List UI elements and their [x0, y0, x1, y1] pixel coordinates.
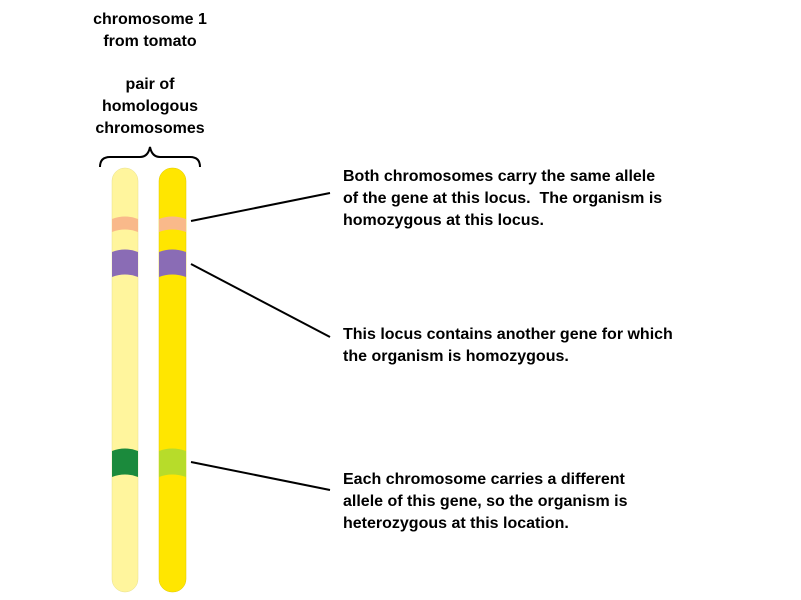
annotation-1-line-2: of the gene at this locus. The organism … — [343, 190, 663, 207]
annotation-1-line-1: Both chromosomes carry the same allele — [343, 168, 656, 185]
annotation-homozygous-first: Both chromosomes carry the same allele o… — [343, 166, 763, 232]
annotation-3-line-2: allele of this gene, so the organism is — [343, 493, 628, 510]
title-line-1: chromosome 1 — [93, 11, 207, 28]
annotation-heterozygous: Each chromosome carries a different alle… — [343, 469, 763, 535]
chromosome-right — [158, 167, 187, 593]
annotation-1-line-3: homozygous at this locus. — [343, 212, 544, 229]
pair-brace — [99, 146, 201, 168]
annotation-3-line-1: Each chromosome carries a different — [343, 471, 625, 488]
annotation-3-line-3: heterozygous at this location. — [343, 515, 569, 532]
band-purple-left — [112, 249, 138, 277]
band-dark-green-left — [112, 448, 138, 477]
chromosome-left — [111, 167, 139, 593]
pair-label-line-2: homologous — [102, 98, 198, 115]
pointer-line-2 — [190, 263, 331, 338]
annotation-2-line-2: the organism is homozygous. — [343, 348, 569, 365]
title-line-2: from tomato — [103, 33, 197, 50]
pointer-line-3 — [190, 461, 331, 491]
chromosome-left-body — [111, 167, 139, 593]
pointer-line-1 — [190, 192, 331, 222]
title-label: chromosome 1 from tomato — [60, 9, 240, 53]
band-orange-left — [112, 216, 138, 232]
band-light-green-right — [159, 448, 186, 477]
pair-label-line-3: chromosomes — [95, 120, 205, 137]
band-orange-right — [159, 216, 186, 232]
annotation-2-line-1: This locus contains another gene for whi… — [343, 326, 673, 343]
chromosome-right-body — [158, 167, 187, 593]
annotation-homozygous-second: This locus contains another gene for whi… — [343, 324, 763, 368]
pair-label-line-1: pair of — [125, 76, 175, 93]
homologous-pair-label: pair of homologous chromosomes — [60, 74, 240, 140]
band-purple-right — [159, 249, 186, 277]
